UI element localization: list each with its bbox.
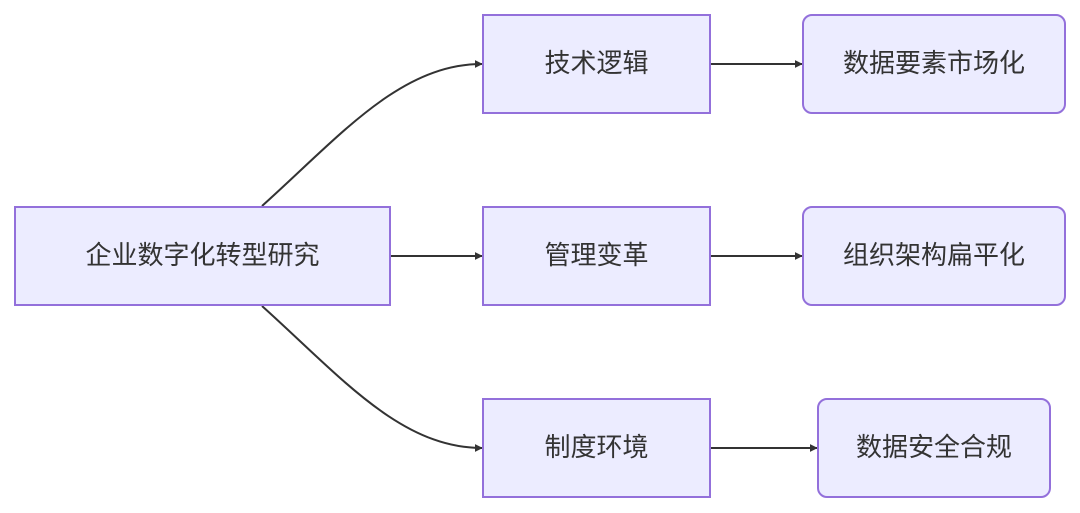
node-data-market-label: 数据要素市场化 — [842, 49, 1025, 79]
node-data-compliance-label: 数据安全合规 — [855, 433, 1012, 463]
node-flat-organization-label: 组织架构扁平化 — [842, 241, 1025, 271]
node-data-market[interactable]: 数据要素市场化 — [802, 14, 1066, 114]
node-tech-logic[interactable]: 技术逻辑 — [482, 14, 711, 114]
node-tech-logic-label: 技术逻辑 — [544, 49, 649, 79]
node-root[interactable]: 企业数字化转型研究 — [14, 206, 391, 306]
node-institutional-environment-label: 制度环境 — [544, 433, 649, 463]
node-institutional-environment[interactable]: 制度环境 — [482, 398, 711, 498]
edge-root-to-tech — [261, 60, 483, 207]
node-flat-organization[interactable]: 组织架构扁平化 — [802, 206, 1066, 306]
node-management-change[interactable]: 管理变革 — [482, 206, 711, 306]
edge-root-to-inst — [261, 305, 483, 452]
node-management-change-label: 管理变革 — [544, 241, 649, 271]
node-root-label: 企业数字化转型研究 — [85, 241, 320, 271]
node-data-compliance[interactable]: 数据安全合规 — [817, 398, 1051, 498]
